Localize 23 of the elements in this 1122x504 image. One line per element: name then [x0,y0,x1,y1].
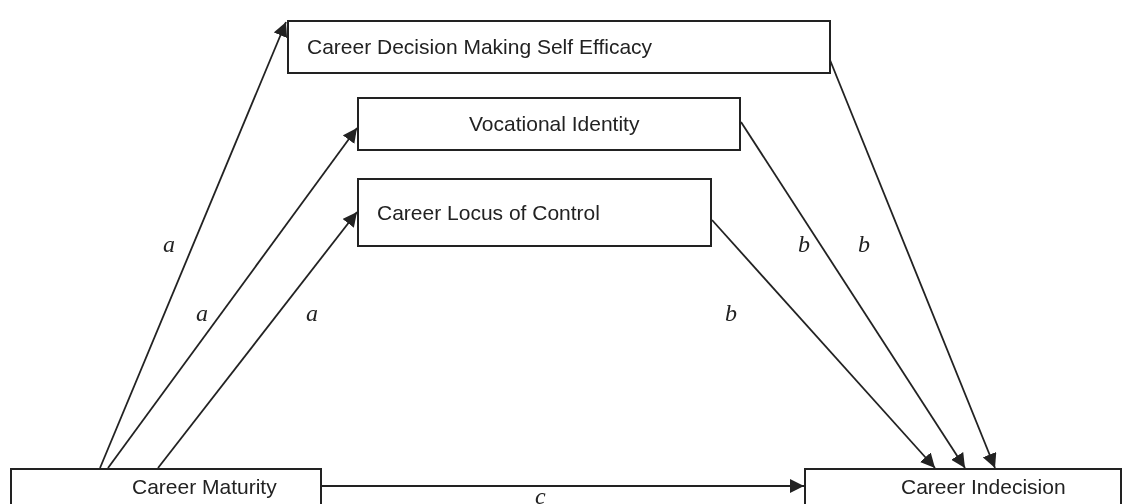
arrow [740,121,966,469]
arrow [157,211,358,469]
variable-label: Career Maturity [132,475,277,499]
path-label: a [306,301,318,325]
arrow [107,127,358,469]
arrow [321,478,805,494]
arrow [99,21,288,469]
variable-label: Career Decision Making Self Efficacy [307,35,653,59]
path-label: b [798,232,810,256]
variable-box [357,97,741,151]
variable-label: Career Indecision [901,475,1066,499]
variable-label: Vocational Identity [469,112,640,136]
variable-box [357,178,712,247]
path-label: a [163,232,175,256]
path-label: b [725,301,737,325]
path-label: a [196,301,208,325]
path-label: c [535,484,546,504]
variable-box [10,468,322,504]
variable-box [804,468,1122,504]
variable-box [287,20,831,74]
variable-label: Career Locus of Control [377,200,600,225]
arrow [711,219,936,469]
path-label: b [858,232,870,256]
